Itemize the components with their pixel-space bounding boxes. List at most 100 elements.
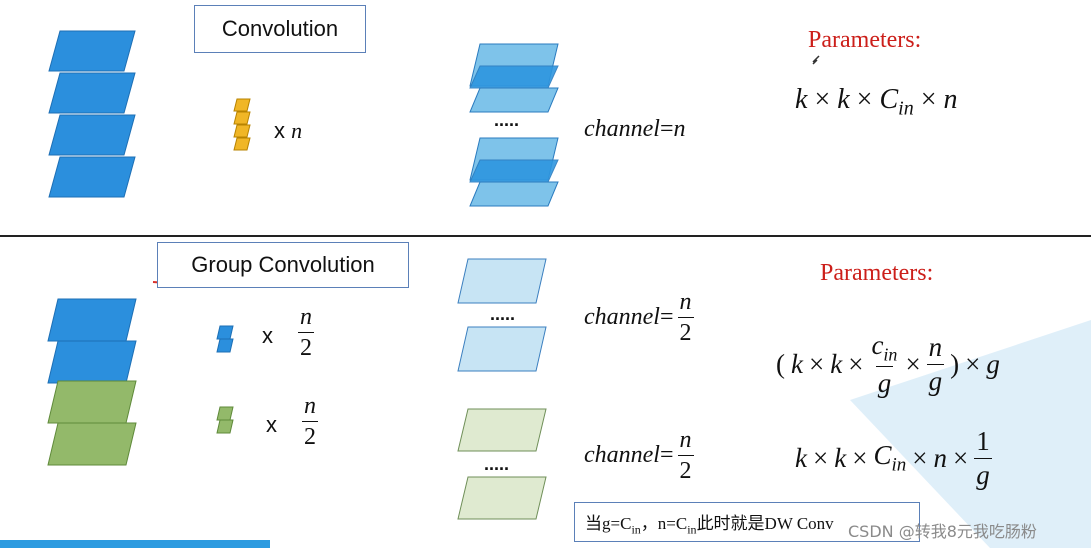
watermark: CSDN @转我8元我吃肠粉 [848,522,1037,541]
kernel-count: n [291,118,303,143]
times-op: × [808,349,825,380]
kernel-count-label: x n [274,118,302,144]
accent-bar [0,540,270,548]
var-k: k [834,443,847,473]
times-op: × [920,84,937,115]
note-text: 当g=C [585,514,632,533]
output-map-blue [457,326,547,372]
output-map-overlap [469,65,559,89]
times-op: × [856,84,873,115]
times-op: × [952,443,969,473]
ellipsis-dots: ..... [484,454,510,474]
parameters-title-bottom: Parameters: [820,260,934,286]
feature-map-blue [47,340,137,384]
var-g: g [875,366,894,399]
output-map-blue [457,258,547,304]
kernel-stack-blue [216,325,234,353]
output-map [469,181,559,207]
output-feature-maps-grouped [457,258,547,520]
subscript-in: in [883,344,898,365]
var-g: g [986,349,1000,380]
feature-map-blue [47,298,137,342]
kernel-cell [233,111,251,125]
channel-label-top: channel=n [584,116,686,143]
times-op: × [965,349,981,380]
fraction-denominator: 2 [677,317,694,345]
fraction-numerator: n [679,427,692,453]
fraction-numerator: n [304,393,316,419]
var-n: n [933,443,947,473]
var-n: n [943,84,958,115]
input-feature-maps-grouped [47,298,137,466]
light-wedge-shape [850,320,1091,548]
dw-conv-note-box: 当g=Cin，n=Cin此时就是DW Conv [574,502,920,542]
left-paren: ( [776,349,785,380]
channel-word: channel [584,442,660,468]
times-sign: x [274,118,285,143]
group-conv-title: Group Convolution [191,252,375,277]
output-map-overlap [469,159,559,183]
right-paren: ) [950,349,960,380]
convolution-title-box: Convolution [194,5,366,53]
var-k: k [795,443,807,473]
group-conv-title-box: Group Convolution [157,242,409,288]
channel-value: n [673,116,686,142]
times-op: × [912,443,928,473]
output-map-green [457,476,547,520]
var-g: g [974,458,992,490]
feature-map [48,72,136,114]
cursor-mark [812,55,820,65]
fraction-numerator: n [300,304,312,330]
fraction-numerator: n [679,289,692,315]
fraction-denominator: 2 [677,455,694,483]
params-formula-top: k × k × Cin × n [795,84,958,121]
kernel-cell [216,419,234,434]
note-subscript: in [687,522,697,537]
ellipsis-dots: ..... [490,304,516,324]
subscript-in: in [898,97,914,120]
feature-map [48,156,136,198]
input-feature-maps-stack [48,30,136,198]
times-sign: x [266,412,277,437]
times-op: × [905,349,921,380]
fraction-numerator: 1 [976,426,990,456]
var-g: g [926,364,945,397]
var-k: k [830,349,843,380]
var-k: k [837,84,850,115]
kernel-cell [233,137,251,151]
kernel-cell [216,406,234,421]
var-c: C [873,440,892,471]
kernel-cell [233,98,251,112]
output-map-green [457,408,547,452]
output-map [469,87,559,113]
var-c: c [871,330,884,360]
parameters-title-top: Parameters: [808,27,922,53]
times-op: × [852,443,868,473]
ellipsis-dots: ..... [494,110,520,130]
equals-sign: = [659,442,674,468]
feature-map [48,114,136,156]
var-c: C [879,84,899,115]
kernel-cell [216,325,234,340]
feature-map-green [47,380,137,424]
kernel-stack-orange [233,98,251,151]
subscript-in: in [891,454,907,476]
equals-sign: = [659,304,674,330]
var-n: n [928,332,943,363]
equals-sign: = [659,116,674,142]
fraction-denominator: 2 [298,332,314,360]
feature-map-green [47,422,137,466]
output-feature-maps-top [469,43,559,207]
times-op: × [848,349,864,380]
note-subscript: in [631,522,641,537]
times-op: × [812,443,829,473]
times-sign: x [262,323,273,348]
note-text: ，n=C [640,514,688,533]
